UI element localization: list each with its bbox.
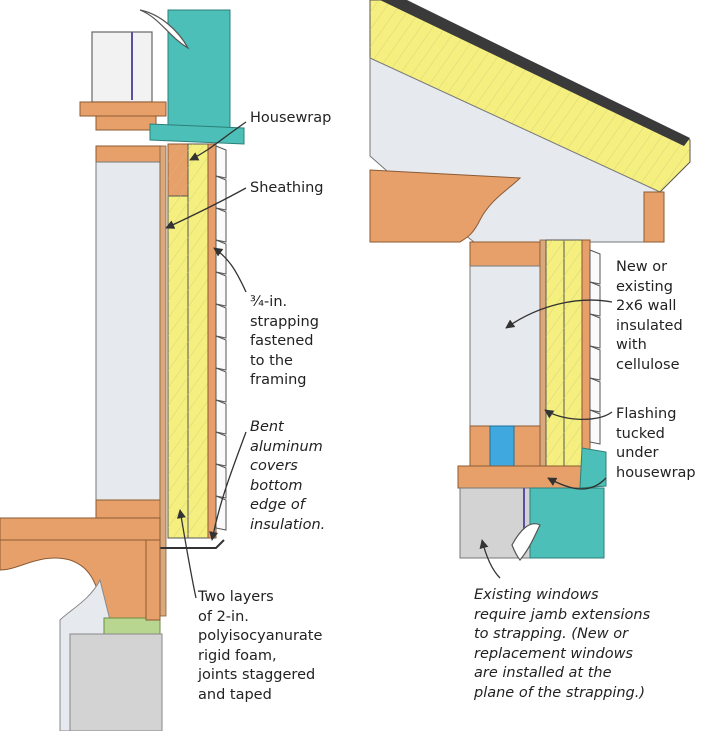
label-bent-aluminum: Bent aluminum covers bottom edge of insu… (250, 419, 326, 533)
bottom-plate (95, 499, 163, 519)
label-strapping: ¾-in. strapping fastened to the framing (250, 294, 319, 388)
roof-shingles (380, 0, 690, 146)
label-windows-note: Existing windows require jamb extensions… (474, 587, 651, 701)
top-plate (95, 145, 163, 163)
label-sheathing: Sheathing (250, 180, 324, 196)
siding (215, 145, 227, 531)
bent-aluminum (158, 539, 225, 549)
wall-cavity (95, 161, 161, 501)
foundation (69, 633, 163, 732)
label-flashing: Flashing tucked under housewrap (616, 406, 696, 481)
right-siding (589, 249, 601, 445)
right-top-plate (469, 241, 541, 267)
soffit (369, 169, 522, 243)
strapping (207, 143, 217, 539)
label-rigid-foam: Two layers of 2-in. polyisocyanurate rig… (198, 589, 323, 703)
window-casing (529, 487, 605, 559)
upper-window-frame (91, 31, 153, 103)
sheathing-layer (159, 145, 167, 617)
floor-rim (0, 517, 161, 541)
right-wall-cavity (469, 265, 541, 427)
jamb-extension (457, 465, 589, 489)
window-trim (167, 9, 231, 131)
header-insulation (489, 425, 515, 467)
right-strapping (581, 239, 591, 477)
right-wall-section (369, 0, 691, 561)
head-flashing (579, 447, 607, 489)
label-wall-insulated: New or existing 2x6 wall insulated with … (616, 259, 683, 373)
label-housewrap: Housewrap (250, 110, 332, 126)
left-leaders (165, 121, 247, 599)
rafter-tail (643, 191, 665, 243)
left-wall-section (0, 9, 245, 732)
window-sill (79, 101, 167, 117)
right-leaders (479, 299, 613, 579)
